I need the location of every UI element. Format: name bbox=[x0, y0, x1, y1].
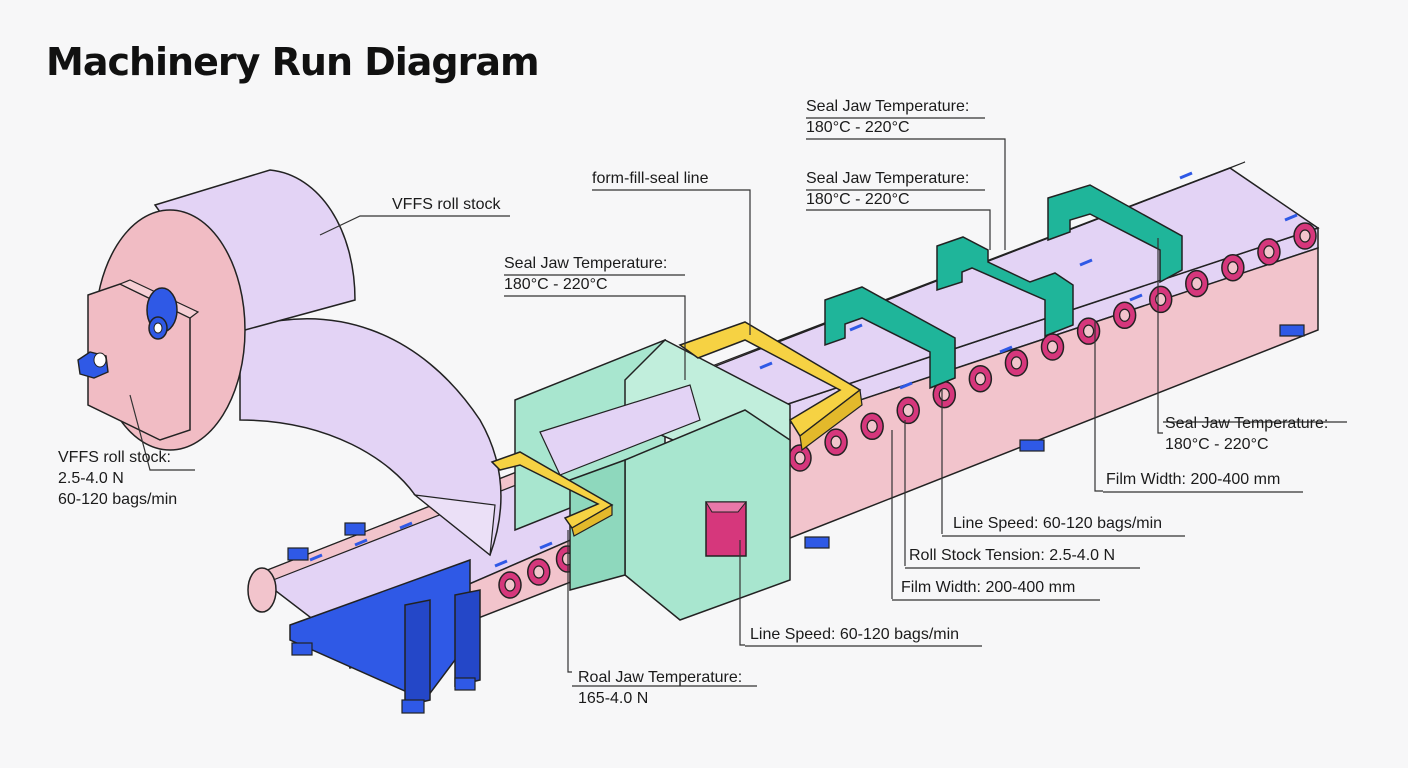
teal-jaws bbox=[824, 184, 1183, 390]
label-roal-jaw-line2: 165-4.0 N bbox=[578, 690, 649, 707]
belt-roller-hub bbox=[504, 578, 516, 592]
yellow-jaws bbox=[490, 321, 863, 537]
belt-roller-hub bbox=[974, 372, 986, 386]
left-belt-end-roller bbox=[247, 567, 277, 613]
label-roll-stock: VFFS roll stock bbox=[392, 196, 501, 213]
teal-jaw-1 bbox=[824, 286, 956, 390]
label-seal-jaw-top-2-line1: Seal Jaw Temperature: bbox=[806, 170, 970, 187]
belt-roller-hub bbox=[938, 387, 950, 402]
leader-lines bbox=[129, 117, 1347, 687]
label-roll-stock-specs-line3: 60-120 bags/min bbox=[58, 491, 178, 508]
belt-roller-hub bbox=[794, 451, 806, 465]
label-roal-jaw-line1: Roal Jaw Temperature: bbox=[578, 669, 743, 686]
belt-roller-hub bbox=[1155, 292, 1167, 307]
label-form-fill-seal: form-fill-seal line bbox=[592, 170, 709, 187]
right-conveyor-feet bbox=[804, 324, 1305, 549]
belt-roller-hub bbox=[1299, 229, 1311, 243]
label-film-width-right: Film Width: 200-400 mm bbox=[1106, 471, 1281, 488]
label-seal-jaw-left-line2: 180°C - 220°C bbox=[504, 276, 608, 293]
belt-roller-hub bbox=[1227, 261, 1239, 275]
belt-roller-hub bbox=[1191, 276, 1203, 291]
label-seal-jaw-top-2: Seal Jaw Temperature: 180°C - 220°C bbox=[806, 168, 969, 210]
roll-body bbox=[153, 169, 356, 331]
blue-stand bbox=[287, 522, 481, 714]
label-seal-jaw-top-2-line2: 180°C - 220°C bbox=[806, 191, 910, 208]
label-seal-jaw-left: Seal Jaw Temperature: 180°C - 220°C bbox=[504, 253, 667, 295]
label-line-speed-mid: Line Speed: 60-120 bags/min bbox=[953, 515, 1163, 532]
label-film-width-mid: Film Width: 200-400 mm bbox=[901, 579, 1076, 596]
label-seal-jaw-left-line1: Seal Jaw Temperature: bbox=[504, 255, 668, 272]
belt-slats bbox=[309, 171, 1298, 568]
label-line-speed-low: Line Speed: 60-120 bags/min bbox=[750, 626, 960, 643]
belt-roller-hub bbox=[1082, 324, 1095, 338]
film-web bbox=[239, 318, 502, 557]
yellow-jaw-small bbox=[490, 451, 614, 529]
belt-roller-hub bbox=[1119, 308, 1131, 322]
label-seal-jaw-top-1-line2: 180°C - 220°C bbox=[806, 119, 910, 136]
yellow-jaw-large bbox=[678, 321, 862, 438]
label-seal-jaw-right: Seal Jaw Temperature: 180°C - 220°C bbox=[1165, 413, 1328, 455]
belt-roller-hub bbox=[1046, 340, 1059, 354]
label-roal-jaw: Roal Jaw Temperature: 165-4.0 N bbox=[578, 667, 742, 709]
label-seal-jaw-top-1-line1: Seal Jaw Temperature: bbox=[806, 98, 970, 115]
label-seal-jaw-top-1: Seal Jaw Temperature: 180°C - 220°C bbox=[806, 96, 969, 138]
film-roll bbox=[77, 169, 502, 557]
belt-roller-hub bbox=[533, 565, 545, 579]
teal-jaw-2 bbox=[936, 236, 1074, 338]
belt-roller-hub bbox=[1010, 356, 1023, 370]
belt-roller-hub bbox=[866, 419, 878, 433]
film-web-fold bbox=[412, 494, 496, 557]
label-seal-jaw-right-line2: 180°C - 220°C bbox=[1165, 436, 1269, 453]
belt-roller-hub bbox=[830, 435, 842, 449]
label-roll-stock-specs-line1: VFFS roll stock: bbox=[58, 449, 171, 466]
label-roll-stock-specs-line2: 2.5-4.0 N bbox=[58, 470, 124, 487]
label-roll-stock-specs: VFFS roll stock: 2.5-4.0 N 60-120 bags/m… bbox=[58, 447, 177, 510]
right-belt-rollers bbox=[788, 222, 1317, 472]
belt-roller-hub bbox=[902, 403, 914, 418]
label-seal-jaw-right-line1: Seal Jaw Temperature: bbox=[1165, 415, 1329, 432]
belt-roller-hub bbox=[1263, 245, 1275, 259]
label-roll-stock-tension: Roll Stock Tension: 2.5-4.0 N bbox=[909, 547, 1116, 564]
page-title: Machinery Run Diagram bbox=[46, 40, 540, 84]
teal-jaw-3 bbox=[1047, 184, 1183, 284]
